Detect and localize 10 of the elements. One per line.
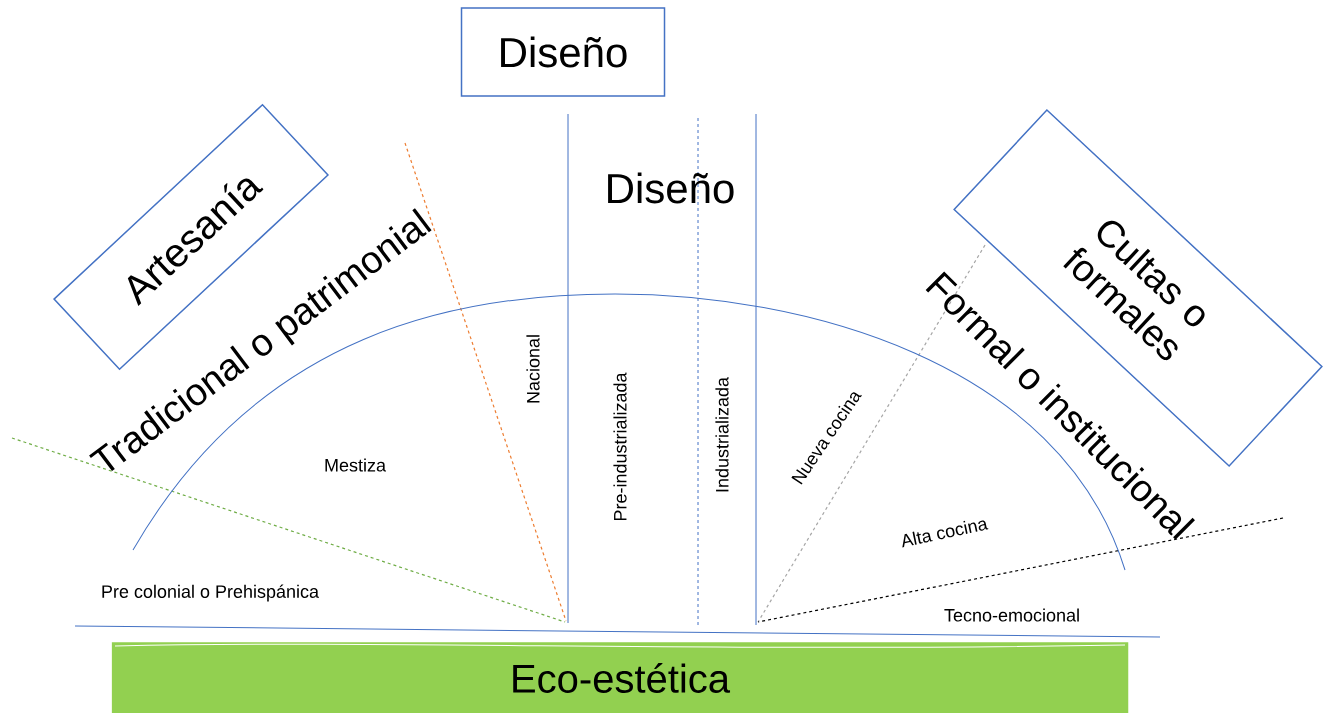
sector-label: Tecno-emocional bbox=[944, 608, 1079, 622]
sector-label: Pre colonial o Prehispánica bbox=[102, 584, 319, 602]
sector-label: Alta cocina bbox=[902, 520, 989, 548]
ground-band: Eco-estética bbox=[111, 642, 1129, 713]
section-heading: Diseño bbox=[608, 172, 734, 204]
sector-label: Industrializada bbox=[715, 377, 729, 492]
title-box: Diseño bbox=[460, 7, 666, 97]
sector-label: Nacional bbox=[526, 335, 540, 403]
sector-label: Pre-industrializada bbox=[613, 372, 627, 521]
sector-label: Mestiza bbox=[325, 458, 386, 472]
